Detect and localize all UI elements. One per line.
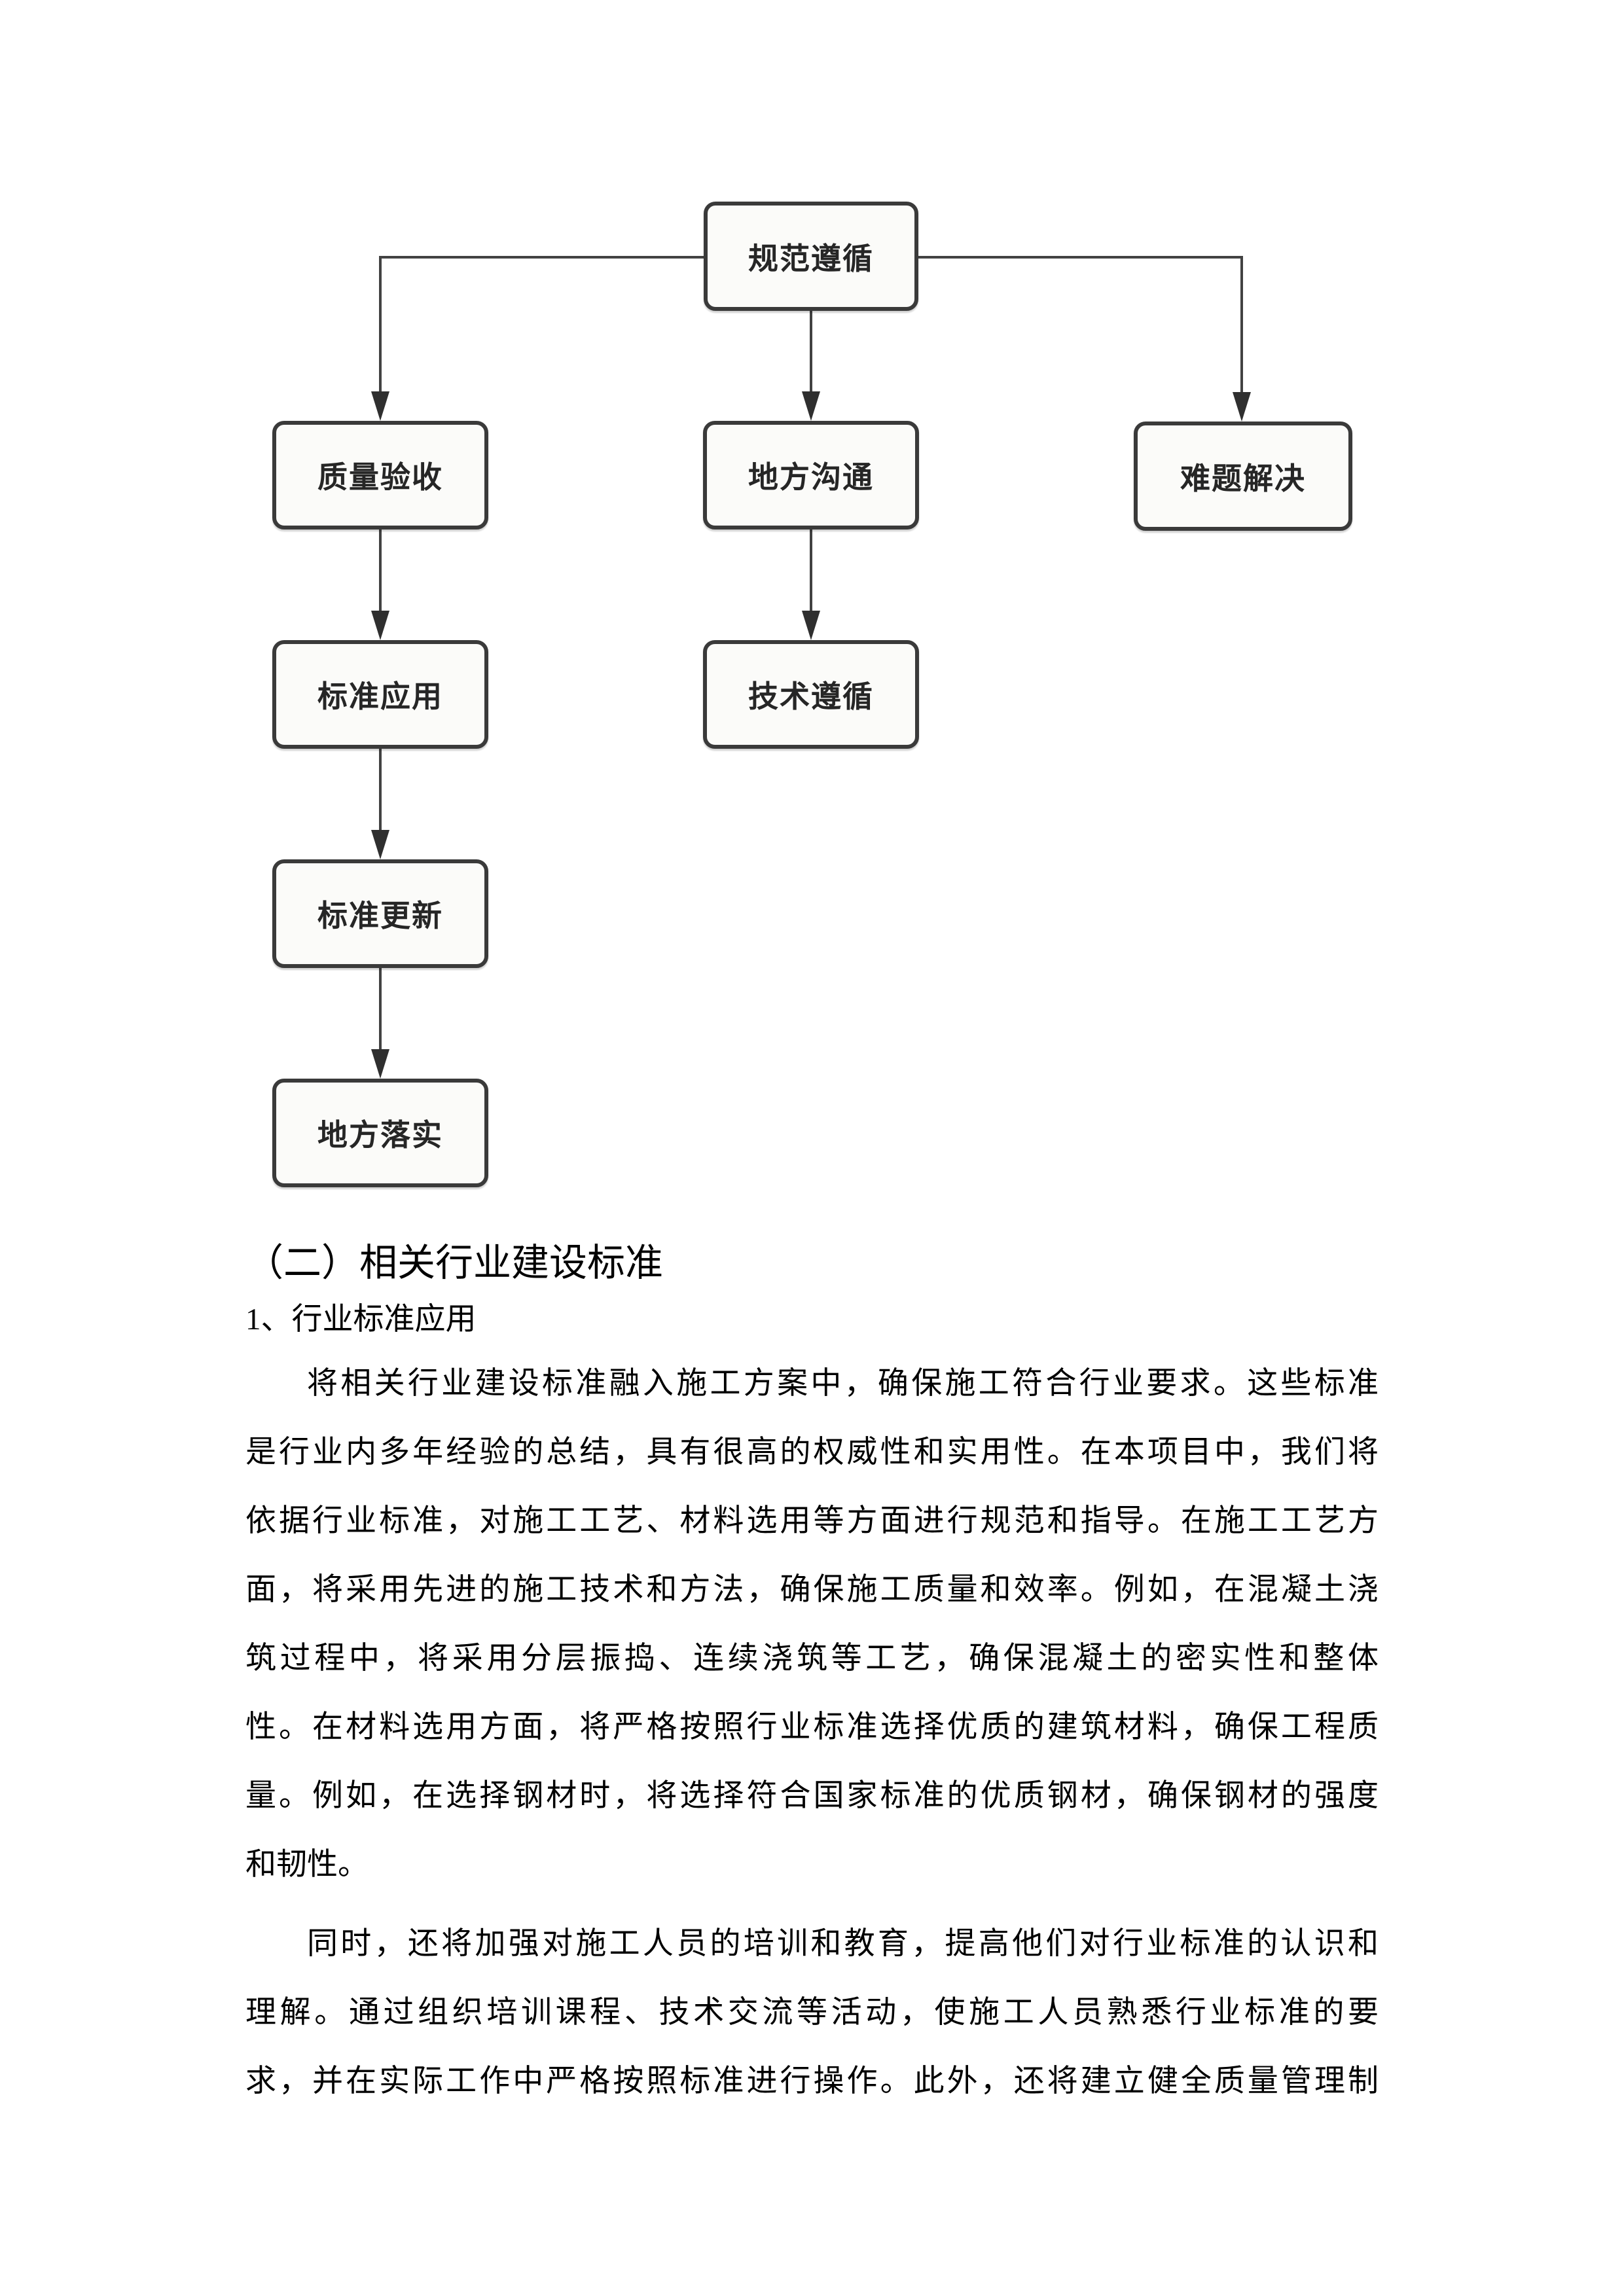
flowchart: 规范遵循 质量验收 地方沟通 难题解决 标准应用 技术遵循 标准更新 地方落实 xyxy=(272,202,1352,1187)
arrowhead-icon xyxy=(371,830,389,859)
node-standard-update: 标准更新 xyxy=(272,859,488,968)
edge-spec-to-quality xyxy=(379,256,704,391)
node-problem-solving: 难题解决 xyxy=(1134,422,1352,531)
node-local-implementation: 地方落实 xyxy=(272,1079,488,1187)
edge-spec-to-problem xyxy=(918,256,1243,392)
node-standard-application: 标准应用 xyxy=(272,640,488,749)
arrowhead-icon xyxy=(802,611,820,640)
text-line: 量。例如，在选择钢材时，将选择符合国家标准的优质钢材，确保钢材的强度 xyxy=(245,1779,1379,1813)
node-local-communication: 地方沟通 xyxy=(703,421,919,529)
flowchart-connectors xyxy=(371,256,1251,1079)
arrowhead-icon xyxy=(1233,392,1251,422)
paragraph-1: 将相关行业建设标准融入施工方案中，确保施工符合行业要求。这些标准 是行业内多年经… xyxy=(245,1350,1379,1899)
text-line: 面，将采用先进的施工技术和方法，确保施工质量和效率。例如，在混凝土浇 xyxy=(245,1573,1379,1607)
arrowhead-icon xyxy=(802,391,820,421)
text-line: 求，并在实际工作中严格按照标准进行操作。此外，还将建立健全质量管理制 xyxy=(245,2064,1379,2098)
node-spec-compliance: 规范遵循 xyxy=(704,202,918,311)
text-line: 和韧性。 xyxy=(245,1848,369,1882)
section-heading: （二）相关行业建设标准 xyxy=(245,1242,664,1284)
text-line: 依据行业标准，对施工工艺、材料选用等方面进行规范和指导。在施工工艺方 xyxy=(245,1504,1379,1538)
text-line: 理解。通过组织培训课程、技术交流等活动，使施工人员熟悉行业标准的要 xyxy=(245,1996,1379,2030)
subsection-heading: 1、行业标准应用 xyxy=(245,1302,477,1336)
arrowhead-icon xyxy=(371,391,389,421)
node-technical-compliance: 技术遵循 xyxy=(703,640,919,749)
text-line: 筑过程中，将采用分层振捣、连续浇筑等工艺，确保混凝土的密实性和整体 xyxy=(245,1641,1379,1676)
node-quality-acceptance: 质量验收 xyxy=(272,421,488,529)
paragraph-2: 同时，还将加强对施工人员的培训和教育，提高他们对行业标准的认识和 理解。通过组织… xyxy=(245,1910,1379,2116)
text-line: 同时，还将加强对施工人员的培训和教育，提高他们对行业标准的认识和 xyxy=(307,1927,1379,1961)
text-line: 性。在材料选用方面，将严格按照行业标准选择优质的建筑材料，确保工程质 xyxy=(245,1710,1379,1744)
arrowhead-icon xyxy=(371,1049,389,1079)
arrowhead-icon xyxy=(371,611,389,640)
text-line: 将相关行业建设标准融入施工方案中，确保施工符合行业要求。这些标准 xyxy=(307,1367,1379,1401)
text-line: 是行业内多年经验的总结，具有很高的权威性和实用性。在本项目中，我们将 xyxy=(245,1435,1379,1469)
